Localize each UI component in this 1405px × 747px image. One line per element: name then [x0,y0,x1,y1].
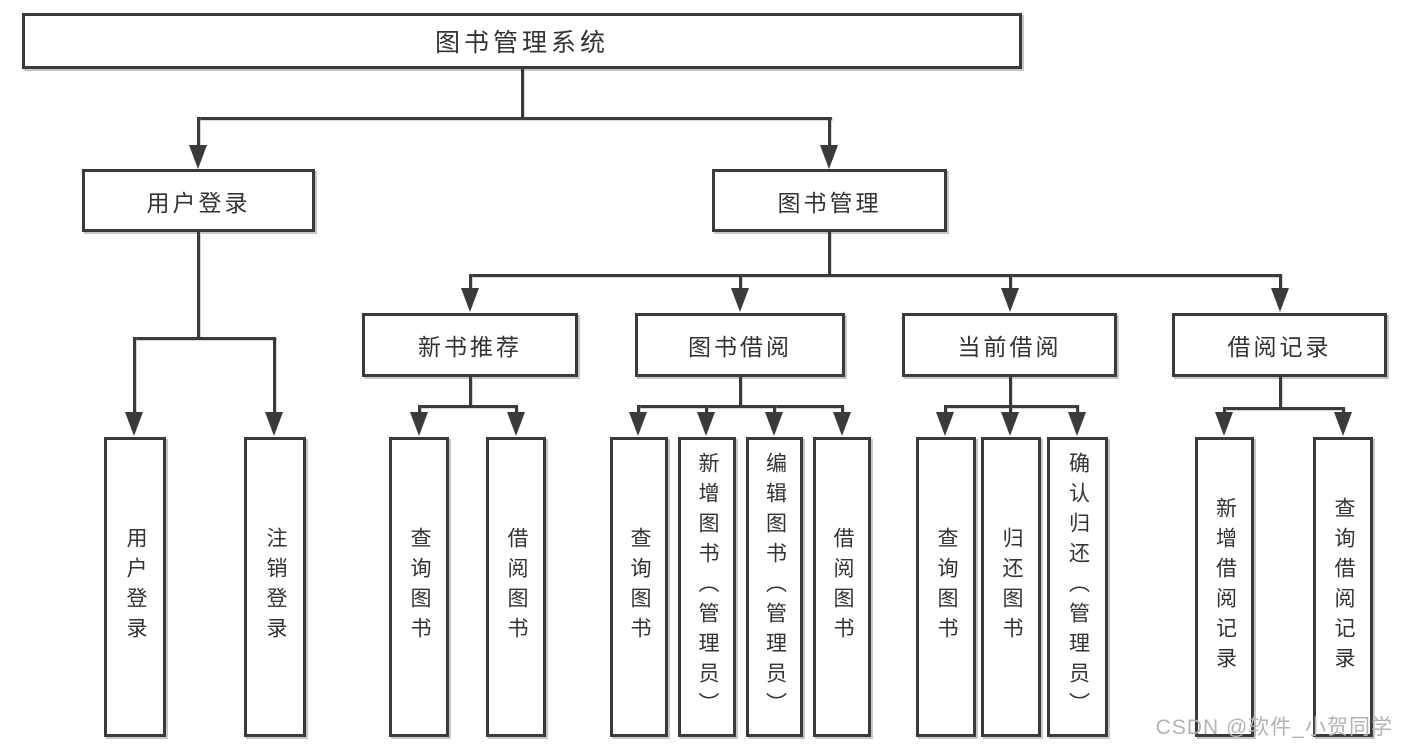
arrow-down-icon [1001,288,1019,312]
connector-management-branch [469,274,1281,277]
node-library-system: 图书管理系统 [22,13,1022,69]
leaf-query-borrow-record: 查询借阅记录 [1313,437,1373,737]
connector-to-recommend [469,274,472,290]
connector-records-stem [1279,377,1282,407]
arrow-down-icon [820,145,838,169]
leaf-borrow-books: 借阅图书 [813,437,871,737]
connector-leaf-stub [1223,407,1226,414]
node-user-login: 用户登录 [82,169,315,232]
leaf-user-login-label: 用户登录 [124,527,147,647]
arrow-down-icon [125,412,143,436]
connector-leaf-stub [1342,407,1345,414]
arrow-down-icon [1334,412,1352,436]
connector-records-branch [1223,407,1344,410]
leaf-edit-book-admin-label: 编辑图书（管理员） [763,452,787,722]
connector-leaf-stub [1009,405,1012,414]
node-current-borrow: 当前借阅 [902,313,1117,377]
leaf-query-books-current: 查询图书 [916,437,976,737]
leaf-confirm-return-admin-label: 确认归还（管理员） [1066,452,1090,722]
leaf-query-books-borrow-label: 查询图书 [628,527,651,647]
connector-to-user-login [197,117,200,148]
node-book-management: 图书管理 [712,169,947,232]
leaf-add-book-admin-label: 新增图书（管理员） [696,452,719,722]
connector-leaf-stub [1076,405,1079,414]
leaf-edit-book-admin: 编辑图书（管理员） [746,437,803,737]
leaf-query-borrow-record-label: 查询借阅记录 [1332,497,1355,677]
csdn-watermark: CSDN @软件_小贺同学 [1155,716,1393,739]
connector-recommend-stem [469,377,472,405]
connector-root-stem [521,69,524,117]
arrow-down-icon [1215,412,1233,436]
leaf-add-borrow-record-label: 新增借阅记录 [1213,497,1237,677]
connector-to-records [1279,274,1282,290]
arrow-down-icon [410,412,428,436]
arrow-down-icon [507,412,525,436]
node-book-borrow: 图书借阅 [635,313,845,377]
connector-to-current [1009,274,1012,290]
leaf-logout-login-label: 注销登录 [264,527,287,647]
node-borrow-records: 借阅记录 [1172,313,1387,377]
connector-login-stem [197,232,200,337]
arrow-down-icon [265,412,283,436]
arrow-down-icon [461,288,479,312]
leaf-query-books-borrow: 查询图书 [610,437,668,737]
connector-current-stem [1009,377,1012,405]
arrow-down-icon [629,412,647,436]
node-new-book-recommend: 新书推荐 [362,313,578,377]
leaf-borrow-books-label: 借阅图书 [831,527,854,647]
node-book-management-label: 图书管理 [777,189,882,216]
leaf-add-book-admin: 新增图书（管理员） [678,437,736,737]
connector-borrow-stem [739,377,742,405]
connector-leaf-stub [944,405,947,414]
connector-root-branch [197,117,832,120]
node-new-book-recommend-label: 新书推荐 [418,334,522,360]
leaf-borrow-books-recommend-label: 借阅图书 [505,527,528,647]
connector-to-leaf-login [133,337,136,414]
node-user-login-label: 用户登录 [146,189,251,216]
node-current-borrow-label: 当前借阅 [957,334,1062,360]
arrow-down-icon [189,145,207,169]
arrow-down-icon [1068,412,1086,436]
connector-management-stem [828,232,831,274]
leaf-query-books-current-label: 查询图书 [935,527,958,647]
arrow-down-icon [936,412,954,436]
leaf-add-borrow-record: 新增借阅记录 [1195,437,1254,737]
node-library-system-label: 图书管理系统 [434,29,609,57]
arrow-down-icon [1271,288,1289,312]
node-borrow-records-label: 借阅记录 [1227,334,1332,360]
arrow-down-icon [697,412,715,436]
connector-borrow-branch [637,405,843,408]
leaf-confirm-return-admin: 确认归还（管理员） [1047,437,1108,737]
connector-to-borrow [739,274,742,290]
leaf-query-books-recommend: 查询图书 [389,437,449,737]
leaf-query-books-recommend-label: 查询图书 [408,527,431,647]
leaf-borrow-books-recommend: 借阅图书 [486,437,546,737]
connector-recommend-branch [418,405,517,408]
connector-to-book-management [828,117,831,148]
leaf-return-book: 归还图书 [981,437,1041,737]
arrow-down-icon [765,412,783,436]
connector-to-leaf-logout [273,337,276,414]
connector-leaf-stub [705,405,708,414]
arrow-down-icon [833,412,851,436]
node-book-borrow-label: 图书借阅 [688,334,792,360]
leaf-logout-login: 注销登录 [244,437,306,737]
arrow-down-icon [731,288,749,312]
connector-leaf-stub [773,405,776,414]
connector-leaf-stub [841,405,844,414]
arrow-down-icon [1001,412,1019,436]
leaf-user-login: 用户登录 [104,437,166,737]
connector-leaf-stub [637,405,640,414]
connector-leaf-stub [418,405,421,414]
leaf-return-book-label: 归还图书 [1000,527,1023,647]
connector-leaf-stub [515,405,518,414]
connector-login-branch [133,337,276,340]
